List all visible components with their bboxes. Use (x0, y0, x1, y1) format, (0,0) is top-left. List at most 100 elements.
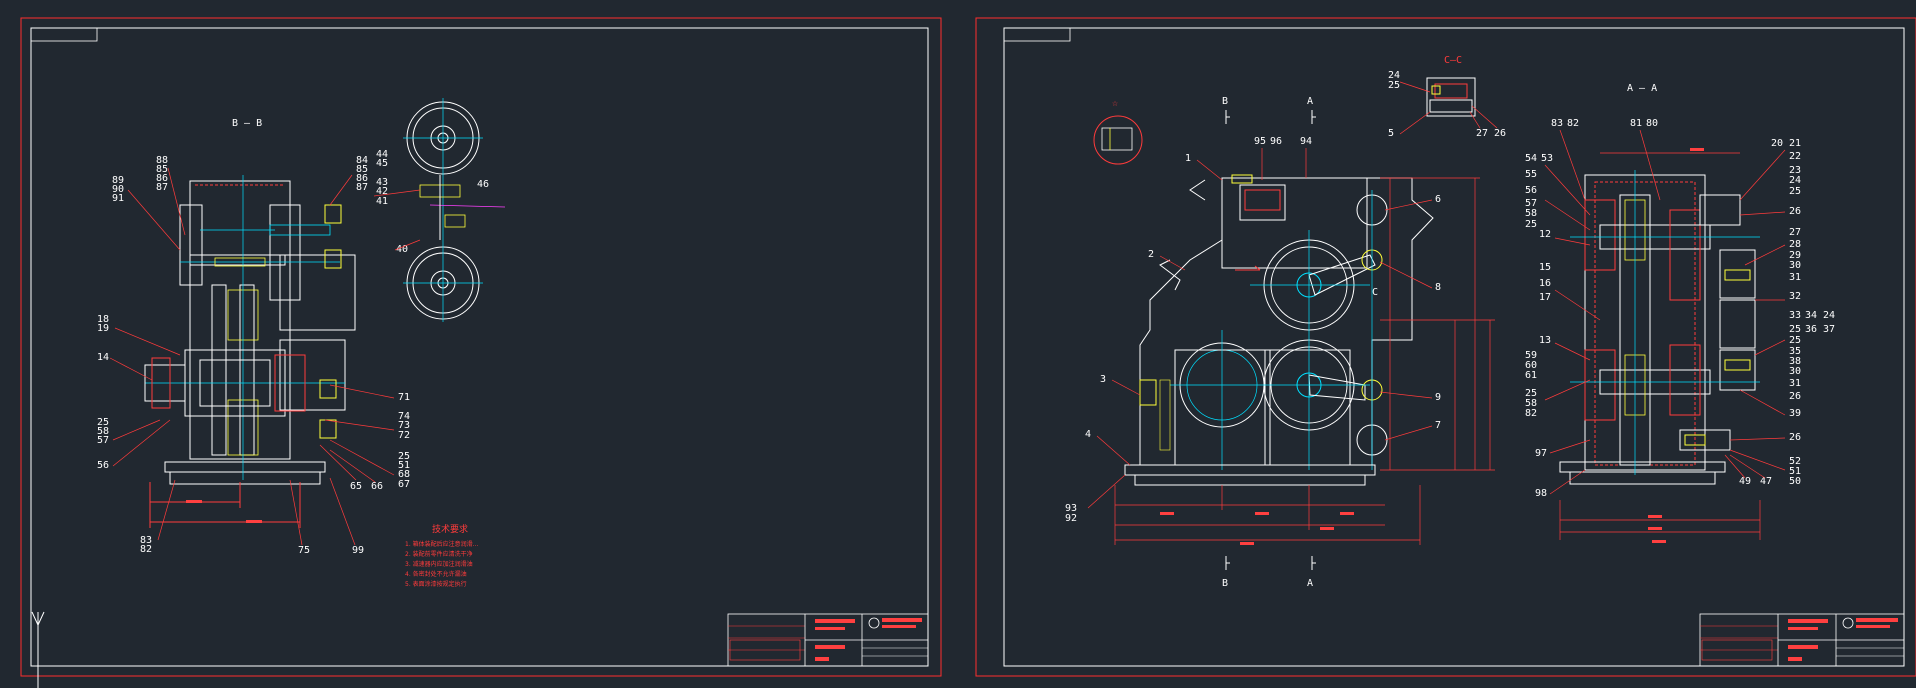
gearbox-aa-view (1559, 148, 1761, 543)
svg-text:68: 68 (398, 469, 410, 480)
svg-text:4: 4 (1085, 429, 1091, 440)
svg-text:43: 43 (376, 177, 388, 188)
svg-text:40: 40 (396, 244, 408, 255)
svg-text:88: 88 (156, 155, 168, 166)
svg-text:96: 96 (1270, 136, 1282, 147)
svg-text:82: 82 (1525, 408, 1537, 419)
gearbox-front-view (1114, 174, 1495, 545)
svg-text:34: 34 (1805, 310, 1817, 321)
svg-text:51: 51 (398, 460, 410, 471)
sheet-2-corner-box (1003, 27, 1071, 42)
svg-text:26: 26 (1789, 432, 1801, 443)
sheet-2-frame (1003, 27, 1905, 667)
svg-text:60: 60 (1525, 360, 1537, 371)
wheel-detail-bottom (403, 240, 483, 322)
sheet-2-leaders-aa (1544, 129, 1786, 495)
svg-text:31: 31 (1789, 272, 1801, 283)
svg-text:58: 58 (97, 426, 109, 437)
technical-notes: 技术要求 1. 箱体装配后应注意润滑... 2. 装配前零件应清洗干净 3. 减… (405, 523, 478, 588)
svg-text:17: 17 (1539, 292, 1551, 303)
svg-text:54: 54 (1525, 153, 1537, 164)
svg-text:91: 91 (112, 193, 124, 204)
sheet-1-labels-right: 84 85 86 87 44 45 43 42 41 46 40 71 74 7… (298, 149, 489, 556)
svg-text:59: 59 (1525, 350, 1537, 361)
svg-text:82: 82 (1567, 118, 1579, 129)
svg-text:25: 25 (1525, 219, 1537, 230)
svg-text:97: 97 (1535, 448, 1547, 459)
svg-text:50: 50 (1789, 476, 1801, 487)
svg-text:21: 21 (1789, 138, 1801, 149)
svg-text:80: 80 (1646, 118, 1658, 129)
svg-text:23: 23 (1789, 165, 1801, 176)
svg-text:58: 58 (1525, 208, 1537, 219)
svg-text:27: 27 (1789, 227, 1801, 238)
svg-text:30: 30 (1789, 260, 1801, 271)
svg-text:4. 各密封处不允许漏油: 4. 各密封处不允许漏油 (405, 570, 467, 578)
svg-text:B: B (1222, 578, 1228, 589)
svg-text:12: 12 (1539, 229, 1551, 240)
svg-text:A: A (1307, 578, 1313, 589)
svg-text:26: 26 (1789, 206, 1801, 217)
svg-text:28: 28 (1789, 239, 1801, 250)
svg-text:81: 81 (1630, 118, 1642, 129)
svg-text:99: 99 (352, 545, 364, 556)
svg-text:19: 19 (97, 323, 109, 334)
sheet-1-border (20, 17, 942, 677)
svg-text:15: 15 (1539, 262, 1551, 273)
svg-text:22: 22 (1789, 151, 1801, 162)
svg-text:93: 93 (1065, 503, 1077, 514)
sheet-1-labels-left: 88 85 86 87 89 90 91 18 19 14 25 58 57 5… (97, 155, 168, 555)
svg-text:2. 装配前零件应清洗干净: 2. 装配前零件应清洗干净 (405, 550, 473, 558)
svg-text:67: 67 (398, 479, 410, 490)
svg-text:25: 25 (1789, 335, 1801, 346)
svg-text:7: 7 (1435, 420, 1441, 431)
sheet-1-frame (30, 27, 929, 667)
svg-text:56: 56 (1525, 185, 1537, 196)
sheet-2-title-block (1699, 613, 1905, 667)
detail-callout: ☆ (1093, 98, 1143, 165)
svg-text:55: 55 (1525, 169, 1537, 180)
sheet-2-labels-mid: 95 96 94 1 2 3 4 93 92 6 8 9 7 24 25 5 2… (1065, 70, 1506, 524)
svg-text:38: 38 (1789, 356, 1801, 367)
sheet-1: B — B (20, 17, 942, 688)
svg-text:49: 49 (1739, 476, 1751, 487)
svg-text:24: 24 (1789, 175, 1801, 186)
svg-text:82: 82 (140, 544, 152, 555)
svg-text:95: 95 (1254, 136, 1266, 147)
sheet-2-leaders-mid (1087, 81, 1498, 509)
svg-text:C: C (1372, 287, 1378, 298)
svg-text:2: 2 (1148, 249, 1154, 260)
svg-text:75: 75 (298, 545, 310, 556)
svg-text:A: A (1307, 96, 1313, 107)
svg-text:20: 20 (1771, 138, 1783, 149)
svg-text:58: 58 (1525, 398, 1537, 409)
svg-text:85: 85 (356, 164, 368, 175)
svg-text:61: 61 (1525, 370, 1537, 381)
svg-text:☆: ☆ (1112, 98, 1118, 109)
svg-text:85: 85 (156, 164, 168, 175)
svg-text:25: 25 (1525, 388, 1537, 399)
svg-text:27: 27 (1476, 128, 1488, 139)
section-label-bb: B — B (232, 118, 262, 129)
svg-text:26: 26 (1789, 391, 1801, 402)
svg-text:37: 37 (1823, 324, 1835, 335)
svg-text:8: 8 (1435, 282, 1441, 293)
sheet-1-leaders-left (109, 167, 186, 541)
svg-text:56: 56 (97, 460, 109, 471)
svg-text:技术要求: 技术要求 (432, 523, 468, 535)
gearbox-side-view (144, 175, 356, 528)
svg-text:9: 9 (1435, 392, 1441, 403)
svg-text:33: 33 (1789, 310, 1801, 321)
svg-text:B: B (1222, 96, 1228, 107)
svg-text:53: 53 (1541, 153, 1553, 164)
svg-text:32: 32 (1789, 291, 1801, 302)
sheet-1-leaders-right (289, 174, 421, 546)
svg-text:47: 47 (1760, 476, 1772, 487)
svg-text:86: 86 (156, 173, 168, 184)
svg-text:26: 26 (1494, 128, 1506, 139)
svg-text:25: 25 (1388, 80, 1400, 91)
svg-text:92: 92 (1065, 513, 1077, 524)
svg-text:25: 25 (1789, 186, 1801, 197)
svg-text:86: 86 (356, 173, 368, 184)
